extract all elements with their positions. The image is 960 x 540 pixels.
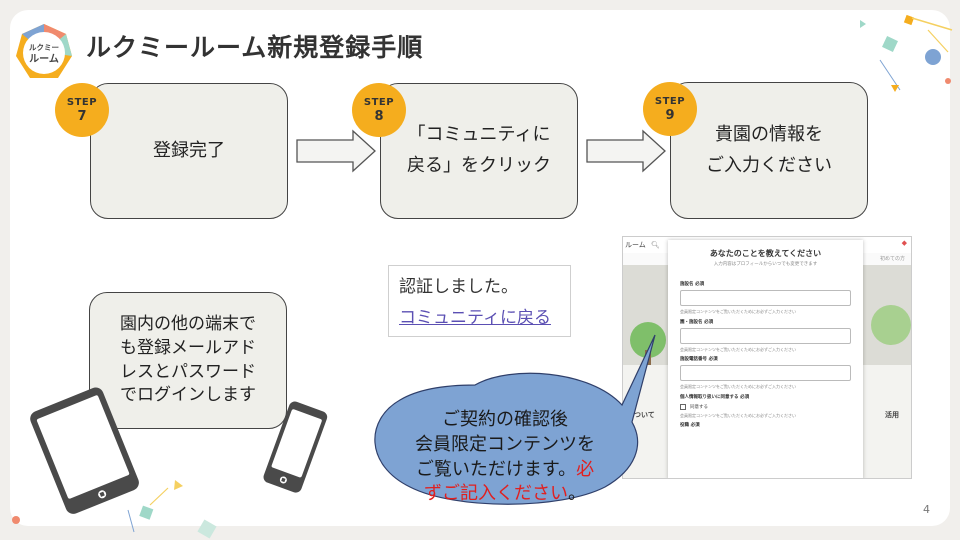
step-7-box: 登録完了 xyxy=(90,83,288,219)
step-8-text-line2: 戻る」をクリック xyxy=(407,155,551,176)
profile-modal: あなたのことを教えてください 入力内容はプロフィールからいつでも変更できます 施… xyxy=(668,240,863,478)
smartphone-device-icon xyxy=(263,401,328,493)
step-7-badge: STEP 7 xyxy=(55,83,109,137)
screenshot-right-heading: 活用 xyxy=(885,410,899,419)
facility-name-input[interactable] xyxy=(680,290,851,306)
login-note-box: 園内の他の端末で も登録メールアド レスとパスワード でログインします xyxy=(89,292,287,429)
auth-message: 認証しました。 xyxy=(399,277,518,297)
bubble-line-3-required: 必 xyxy=(576,458,595,480)
logo-text-bottom: ルーム xyxy=(29,53,59,65)
search-icon: 🔍︎ xyxy=(651,241,660,249)
facility-phone-input[interactable] xyxy=(680,365,851,382)
bubble-line-3: ご覧いただけます。 xyxy=(415,458,577,480)
back-to-community-link[interactable]: コミュニティに戻る xyxy=(399,308,551,328)
modal-subtitle: 入力内容はプロフィールからいつでも変更できます xyxy=(713,262,818,267)
school-name-input[interactable] xyxy=(680,327,851,344)
speech-bubble-shape xyxy=(374,334,656,505)
field-label-school: 園・施設名 必須 xyxy=(680,319,714,325)
step-8-badge-number: 8 xyxy=(374,108,384,124)
step-9-box: 貴園の情報を ご入力ください xyxy=(670,82,868,219)
screenshot-navbar-brand: ルーム xyxy=(625,241,646,249)
page-title: ルクミールーム新規登録手順 xyxy=(86,33,424,62)
bubble-line-2: 会員限定コンテンツを xyxy=(415,433,595,455)
agree-label: 同意する xyxy=(690,404,708,410)
step-8-badge-label: STEP xyxy=(363,96,395,108)
step-9-text-line2: ご入力ください xyxy=(706,154,832,176)
bubble-line-4-required: ずご記入ください xyxy=(424,483,568,505)
screenshot-left-heading: について xyxy=(627,411,655,419)
field-label-phone: 施設電話番号 必須 xyxy=(680,357,718,363)
step-7-text-line1: 登録完了 xyxy=(153,139,225,161)
step-8-badge: STEP 8 xyxy=(352,83,406,137)
auth-complete-panel: 認証しました。 コミュニティに戻る xyxy=(388,265,571,337)
note-line-3: レスとパスワード xyxy=(120,361,256,382)
modal-title: あなたのことを教えてください xyxy=(709,249,822,258)
tablet-device-icon xyxy=(30,387,139,514)
step-9-text-line1: 貴園の情報を xyxy=(715,123,823,145)
note-line-4: でログインします xyxy=(120,385,256,406)
step-9-badge-label: STEP xyxy=(654,95,686,107)
page-number: 4 xyxy=(923,503,930,516)
step-7-badge-label: STEP xyxy=(66,96,98,108)
notification-icon: ◆ xyxy=(901,239,907,247)
registration-form-screenshot: ルーム 🔍︎ ◆ 初めての方 について 活用 あなたのことを教えてください 入力… xyxy=(622,236,912,479)
field-note: 会員限定コンテンツをご覧いただくためにお必ずご入力ください xyxy=(680,384,796,390)
bubble-line-1: ご契約の確認後 xyxy=(442,409,568,430)
step-8-text-line1: 「コミュニティに xyxy=(407,124,551,146)
step-9-badge: STEP 9 xyxy=(643,82,697,136)
field-label-role: 役職 必須 xyxy=(680,423,700,429)
step-9-badge-number: 9 xyxy=(665,107,675,123)
arrow-right-icon xyxy=(296,129,376,173)
screenshot-first-time-label: 初めての方 xyxy=(879,256,905,262)
field-note: 会員限定コンテンツをご覧いただくためにお必ずご入力ください xyxy=(680,309,796,314)
note-line-1: 園内の他の端末で xyxy=(120,313,256,334)
field-note: 会員限定コンテンツをご覧いただくためにお必ずご入力ください xyxy=(680,412,796,418)
speech-bubble-text: ご契約の確認後 会員限定コンテンツを ご覧いただけます。必 ずご記入ください。 xyxy=(380,408,630,507)
field-note: 会員限定コンテンツをご覧いただくためにお必ずご入力ください xyxy=(680,346,796,352)
field-label-privacy: 個人情報取り扱いに同意する 必須 xyxy=(680,394,750,400)
arrow-right-icon xyxy=(586,129,666,173)
note-line-2: も登録メールアド xyxy=(120,337,256,358)
field-label-facility: 施設名 必須 xyxy=(680,282,705,287)
step-8-box: 「コミュニティに 戻る」をクリック xyxy=(380,83,578,219)
agree-checkbox[interactable]: 同意する xyxy=(680,403,851,410)
rukumi-room-logo: ルクミー ルーム xyxy=(16,24,72,78)
logo-text-top: ルクミー xyxy=(29,42,59,52)
bubble-line-4-end: 。 xyxy=(568,483,586,505)
step-7-badge-number: 7 xyxy=(77,108,87,124)
